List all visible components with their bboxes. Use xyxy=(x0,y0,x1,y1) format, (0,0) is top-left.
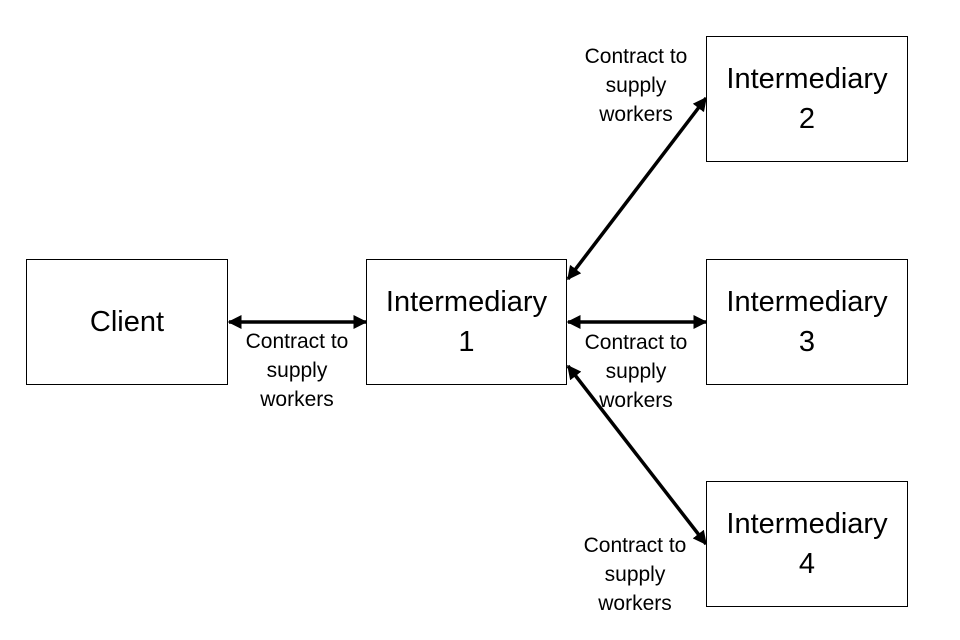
edge-label-intermediary-1-intermediary-4: Contract to supply workers xyxy=(565,531,705,618)
edge-label-line: Contract to xyxy=(584,45,688,68)
intermediary-3-number: 3 xyxy=(798,326,816,358)
intermediary-3-label: Intermediary xyxy=(726,286,888,318)
intermediary-1-number: 1 xyxy=(458,326,475,358)
intermediary-1-label: Intermediary xyxy=(385,286,548,318)
intermediary-4-number: 4 xyxy=(798,548,816,580)
edge-label-line: supply xyxy=(266,359,328,382)
client-box: Client xyxy=(26,259,228,385)
intermediary-4-label: Intermediary xyxy=(726,508,888,540)
edge-label-line: Contract to xyxy=(584,331,688,354)
edge-label-client-intermediary-1: Contract to supply workers xyxy=(227,327,367,414)
edge-label-line: Contract to xyxy=(245,330,349,353)
client-label: Client xyxy=(89,306,165,338)
edge-label-line: workers xyxy=(598,592,672,615)
connector-intermediary-1-intermediary-4 xyxy=(566,364,708,546)
edge-label-line: workers xyxy=(599,103,673,126)
edge-label-intermediary-1-intermediary-3: Contract to supply workers xyxy=(566,328,706,415)
edge-label-line: workers xyxy=(599,389,673,412)
edge-label-line: supply xyxy=(604,563,666,586)
edge-label-line: supply xyxy=(605,74,667,97)
connector-intermediary-1-intermediary-2 xyxy=(566,96,708,281)
intermediary-2-box: Intermediary 2 xyxy=(706,36,908,162)
intermediary-2-label: Intermediary xyxy=(726,63,888,95)
edge-label-line: workers xyxy=(260,388,334,411)
intermediary-3-box: Intermediary 3 xyxy=(706,259,908,385)
edge-label-line: supply xyxy=(605,360,667,383)
intermediary-2-number: 2 xyxy=(798,103,816,135)
intermediary-1-box: Intermediary 1 xyxy=(366,259,567,385)
edge-label-line: Contract to xyxy=(583,534,687,557)
edge-label-intermediary-1-intermediary-2: Contract to supply workers xyxy=(566,42,706,129)
intermediary-4-box: Intermediary 4 xyxy=(706,481,908,607)
